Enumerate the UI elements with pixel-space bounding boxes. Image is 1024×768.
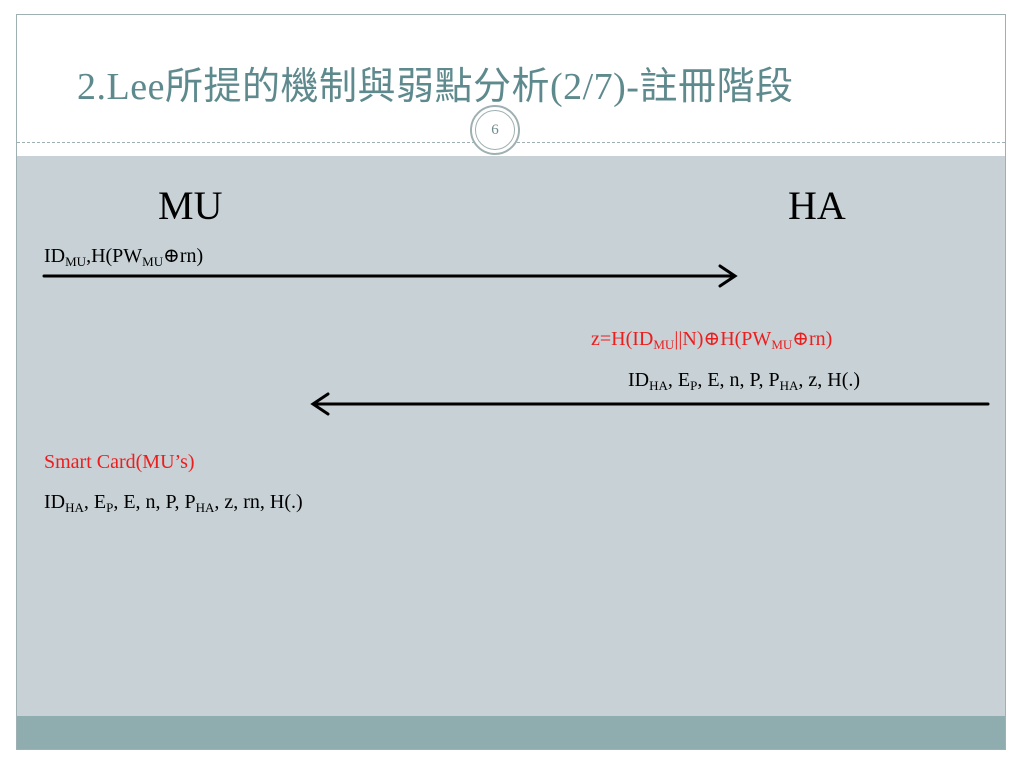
z-computation: z=H(IDMU||N)⊕H(PWMU⊕rn) [591,328,833,352]
footer-band [17,716,1005,749]
registration-request-message: IDMU,H(PWMU⊕rn) [44,245,204,269]
smart-card-issue-message: IDHA, EP, E, n, P, PHA, z, H(.) [628,369,861,393]
smart-card-title: Smart Card(MU’s) [44,451,195,473]
arrow-ha-to-mu [310,392,990,416]
arrow-mu-to-ha [42,264,738,288]
party-ha: HA [788,183,846,228]
slide-title: 2.Lee所提的機制與弱點分析(2/7)-註冊階段 [77,66,794,108]
smart-card-contents: IDHA, EP, E, n, P, PHA, z, rn, H(.) [44,491,303,515]
party-mu: MU [158,183,223,228]
page-number-badge: 6 [470,105,520,155]
content-area [17,156,1005,716]
page-number: 6 [491,121,499,138]
